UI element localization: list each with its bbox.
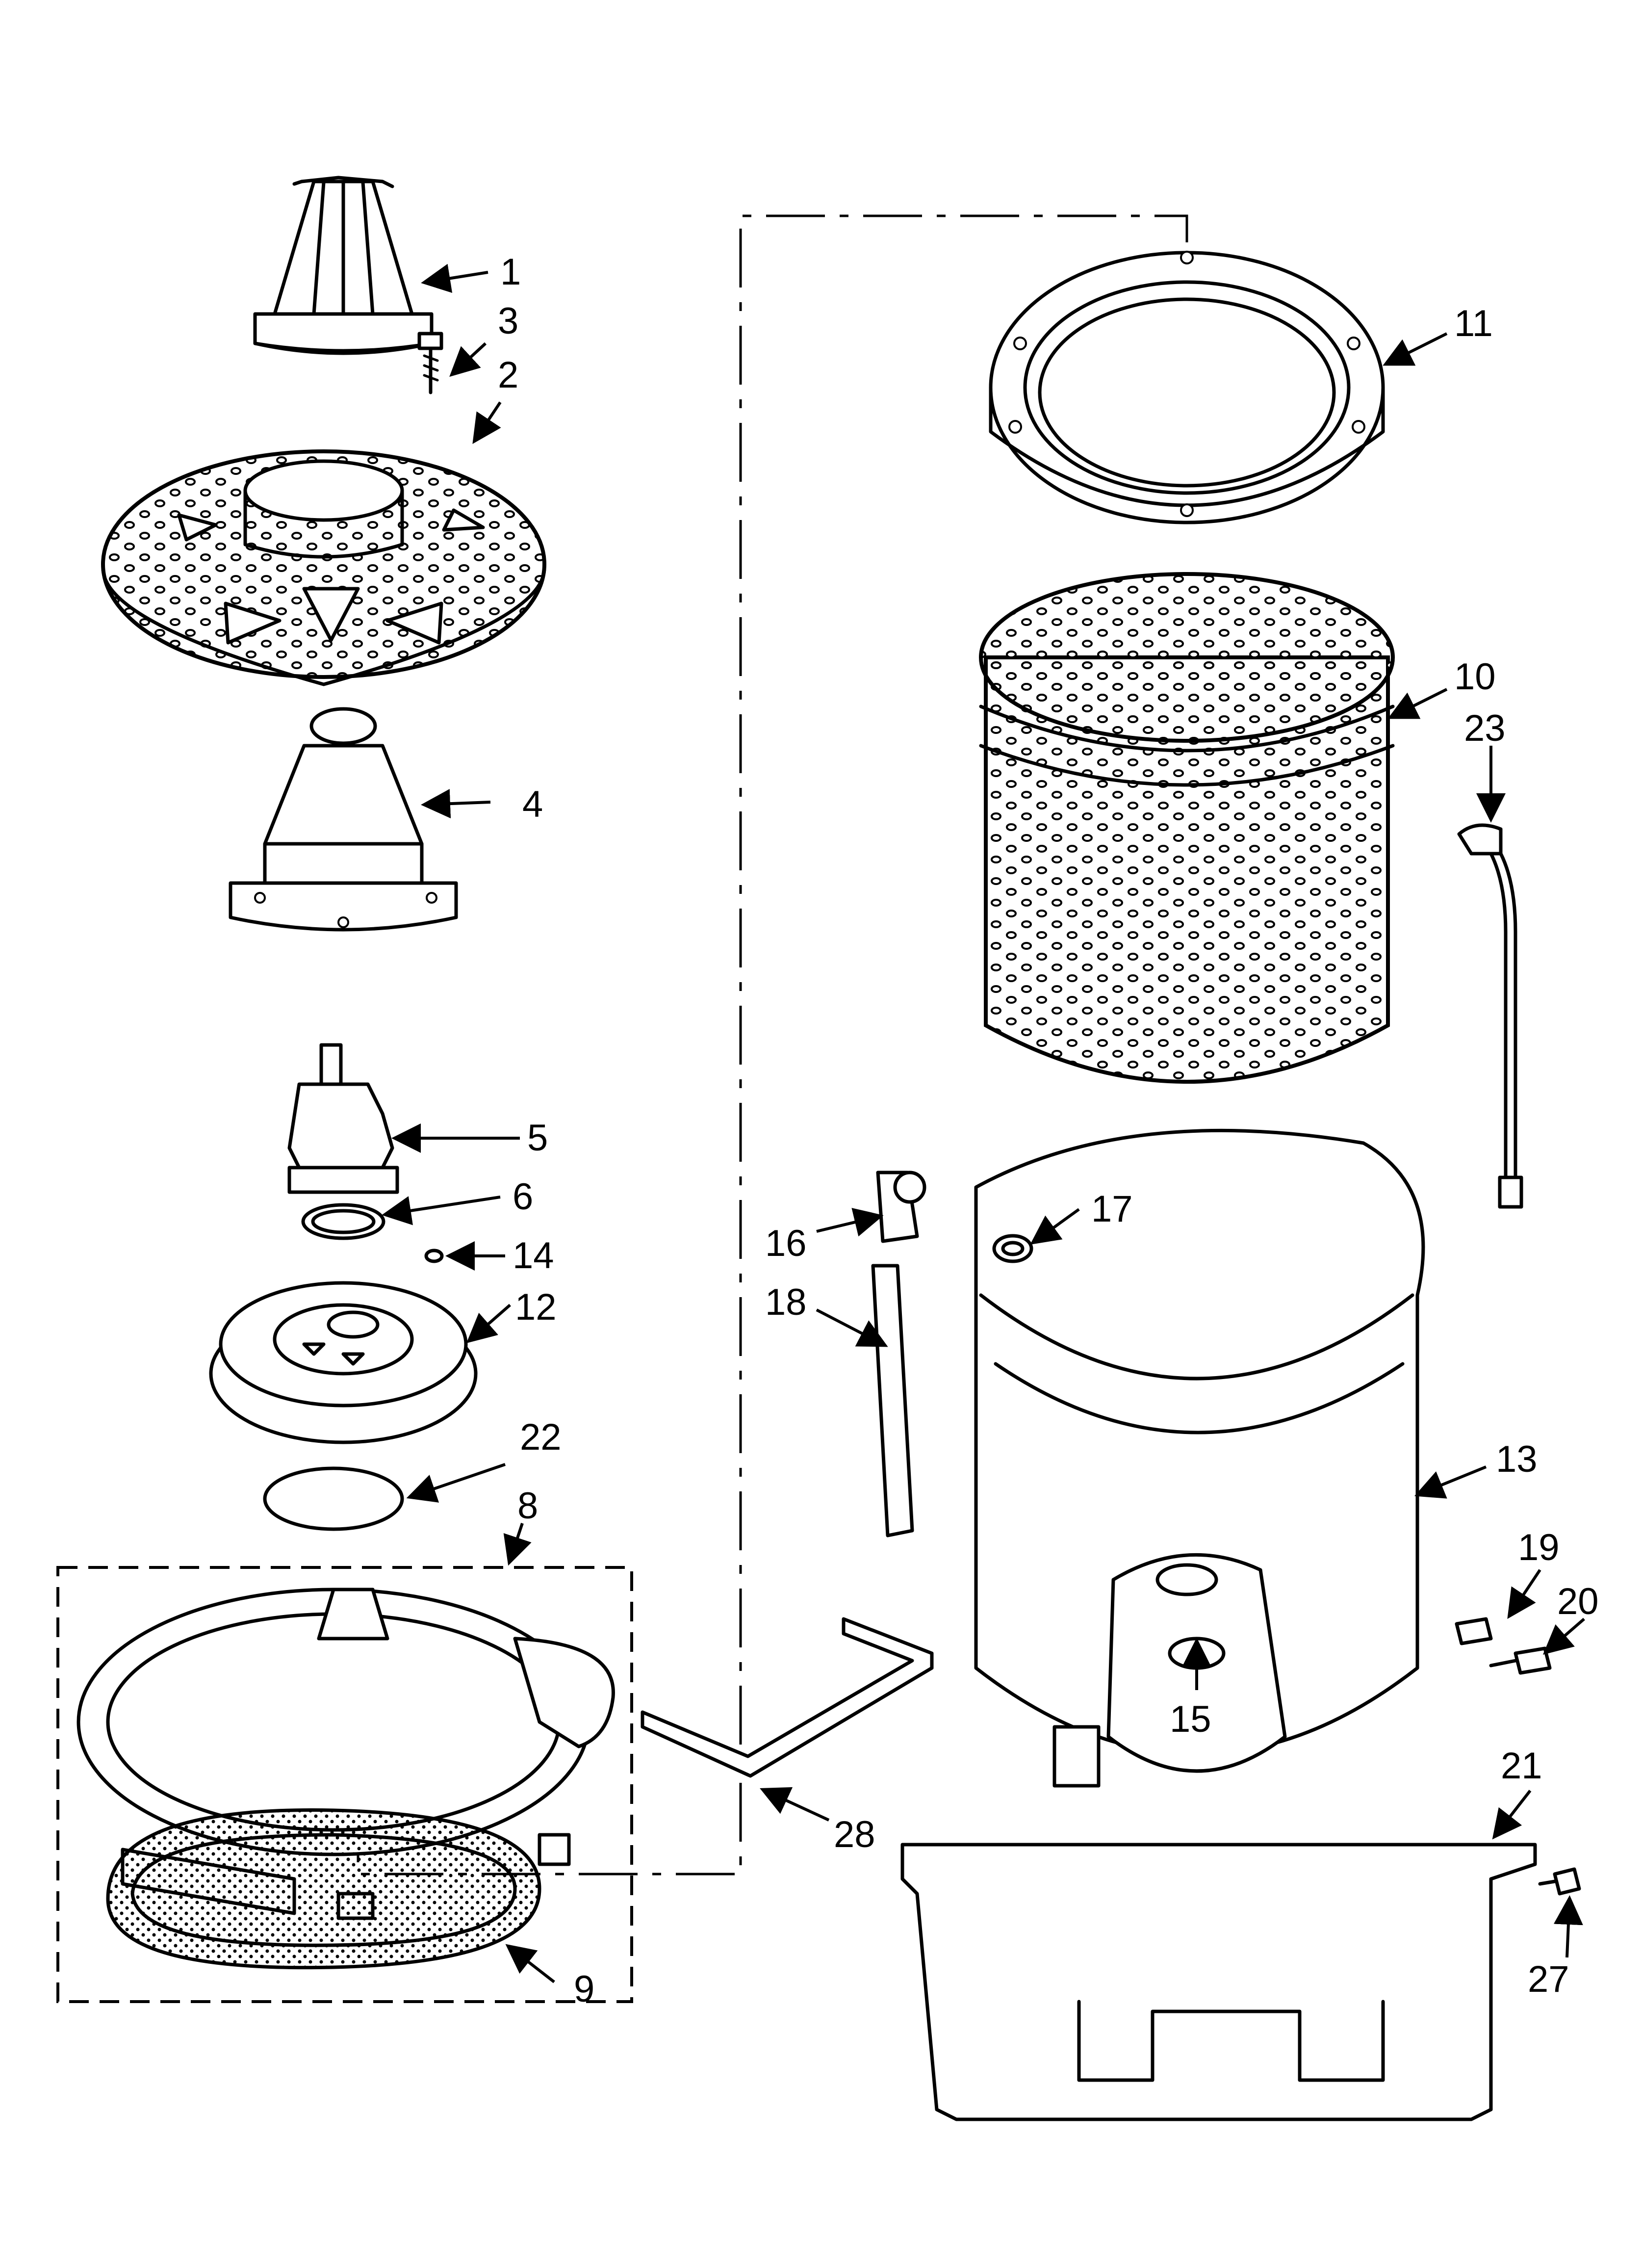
part-10-spin-basket bbox=[979, 572, 1395, 1084]
callout-6: 6 bbox=[513, 1176, 533, 1218]
callout-8: 8 bbox=[517, 1485, 538, 1527]
callout-16: 16 bbox=[765, 1223, 807, 1264]
assembly-8-box bbox=[56, 1566, 633, 2003]
callout-11: 11 bbox=[1454, 303, 1493, 344]
part-4-cone-housing bbox=[229, 707, 458, 932]
callout-3: 3 bbox=[498, 300, 518, 342]
callout-22: 22 bbox=[520, 1416, 562, 1458]
part-20-screw bbox=[1489, 1646, 1552, 1675]
callout-13: 13 bbox=[1496, 1438, 1538, 1480]
part-23-hose bbox=[1457, 823, 1523, 1209]
callout-15: 15 bbox=[1170, 1698, 1211, 1740]
callout-labels: 1 2 3 4 5 6 8 9 10 11 12 13 14 15 16 17 … bbox=[498, 251, 1599, 2010]
part-2-perforated-plate bbox=[101, 449, 546, 686]
part-3-screw bbox=[417, 332, 443, 394]
callout-12: 12 bbox=[515, 1286, 557, 1328]
callout-28: 28 bbox=[834, 1814, 875, 1855]
part-1-agitator-cam bbox=[253, 176, 434, 355]
callout-10: 10 bbox=[1454, 656, 1496, 698]
callout-23: 23 bbox=[1464, 707, 1506, 749]
part-6-snap-ring bbox=[301, 1203, 385, 1240]
callout-14: 14 bbox=[513, 1235, 554, 1277]
callout-17: 17 bbox=[1091, 1188, 1133, 1230]
part-13-outer-tub bbox=[974, 1128, 1425, 1788]
callout-9: 9 bbox=[574, 1968, 594, 2010]
part-16-bracket bbox=[876, 1171, 926, 1243]
part-5-actuator bbox=[287, 1043, 399, 1194]
callout-19: 19 bbox=[1518, 1527, 1560, 1568]
part-27-screw bbox=[1538, 1867, 1581, 1896]
callout-4: 4 bbox=[522, 783, 543, 825]
part-19-clip bbox=[1455, 1617, 1493, 1645]
part-12-drive-hub bbox=[209, 1281, 478, 1444]
callout-1: 1 bbox=[500, 251, 521, 293]
leader-lines bbox=[382, 263, 1585, 1983]
part-14-o-ring bbox=[424, 1249, 444, 1263]
callout-20: 20 bbox=[1557, 1581, 1599, 1622]
part-28-u-bar bbox=[641, 1617, 934, 1778]
callout-21: 21 bbox=[1501, 1745, 1542, 1787]
callout-2: 2 bbox=[498, 354, 518, 396]
part-9-bellows-seal bbox=[106, 1808, 541, 1970]
part-11-tub-ring bbox=[989, 251, 1385, 524]
part-21-base-frame bbox=[900, 1843, 1537, 2121]
callout-27: 27 bbox=[1528, 1958, 1569, 2000]
callout-5: 5 bbox=[527, 1117, 548, 1159]
callout-18: 18 bbox=[765, 1281, 807, 1323]
part-22-gasket-disc bbox=[263, 1466, 404, 1531]
part-18-strip bbox=[871, 1264, 914, 1538]
part-17-grommet bbox=[992, 1234, 1033, 1263]
